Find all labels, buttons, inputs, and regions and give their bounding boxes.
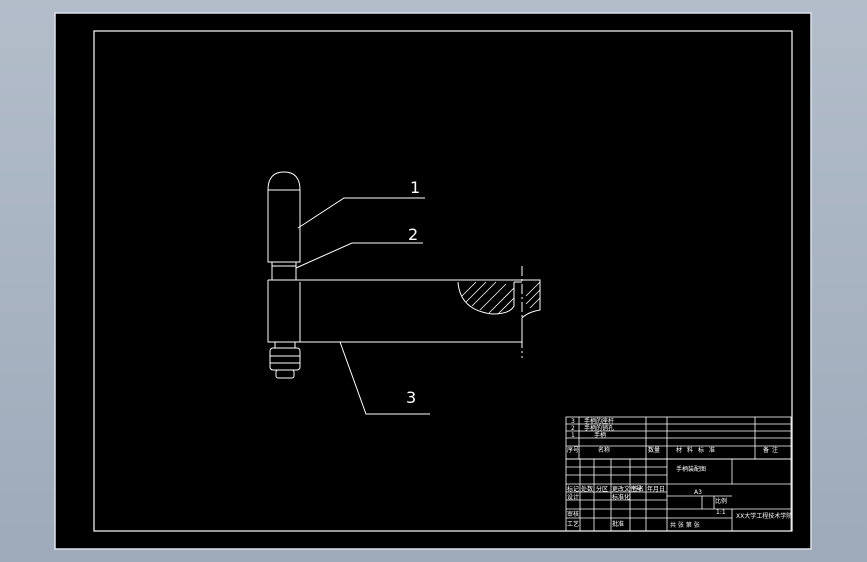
- parts-row-1-name: 手柄: [594, 431, 606, 439]
- header-remark: 备注: [763, 446, 781, 454]
- handle-arm: [267, 279, 522, 343]
- inner-border: [93, 30, 793, 532]
- hex-nut: [269, 341, 301, 379]
- role-process: 工艺: [567, 520, 579, 528]
- sign-label-date: 年月日: [647, 485, 665, 493]
- parts-row-3-no: 3: [571, 418, 575, 425]
- drawing-sheet: [54, 12, 812, 550]
- scale-label: 比例: [715, 497, 727, 505]
- drawing-name: 手柄装配图: [676, 465, 706, 473]
- parts-row-1-no: 1: [571, 432, 575, 439]
- part-label-2: 2: [408, 225, 418, 244]
- sign-label-sign: 签名: [632, 485, 644, 493]
- handle-knob: [267, 171, 301, 191]
- role-approve: 批准: [612, 520, 624, 528]
- sign-label-change: 更改文件号: [612, 485, 642, 493]
- header-name: 名称: [598, 446, 610, 454]
- parts-row-3-name: 手柄的座杆: [584, 417, 614, 425]
- header-material: 材料标准: [676, 446, 720, 454]
- role-review: 审核: [567, 510, 579, 518]
- sign-label-mark: 标记: [567, 485, 579, 493]
- sheet-size: A3: [694, 489, 702, 496]
- sign-label-count: 处数: [581, 485, 593, 493]
- leader-3: [339, 341, 430, 415]
- title-block: [565, 416, 792, 532]
- header-seq: 序号: [567, 446, 579, 454]
- parts-row-2-name: 手柄的销孔: [584, 424, 614, 432]
- school-name: XX大学工程技术学院: [736, 512, 792, 520]
- sign-label-zone: 分区: [596, 485, 608, 493]
- header-qty: 数量: [648, 446, 660, 454]
- part-label-1: 1: [410, 178, 420, 197]
- handle-assembly: [267, 171, 541, 415]
- role-design: 设计: [567, 493, 579, 501]
- section-hatch: [461, 281, 541, 315]
- scale-value: 1:1: [716, 509, 726, 516]
- leader-1: [297, 197, 425, 229]
- leader-2: [295, 242, 423, 269]
- part-label-3: 3: [406, 388, 416, 407]
- role-standard: 标准化: [612, 493, 630, 501]
- stage-label: 共 张 第 张: [670, 521, 700, 529]
- parts-row-2-no: 2: [571, 425, 575, 432]
